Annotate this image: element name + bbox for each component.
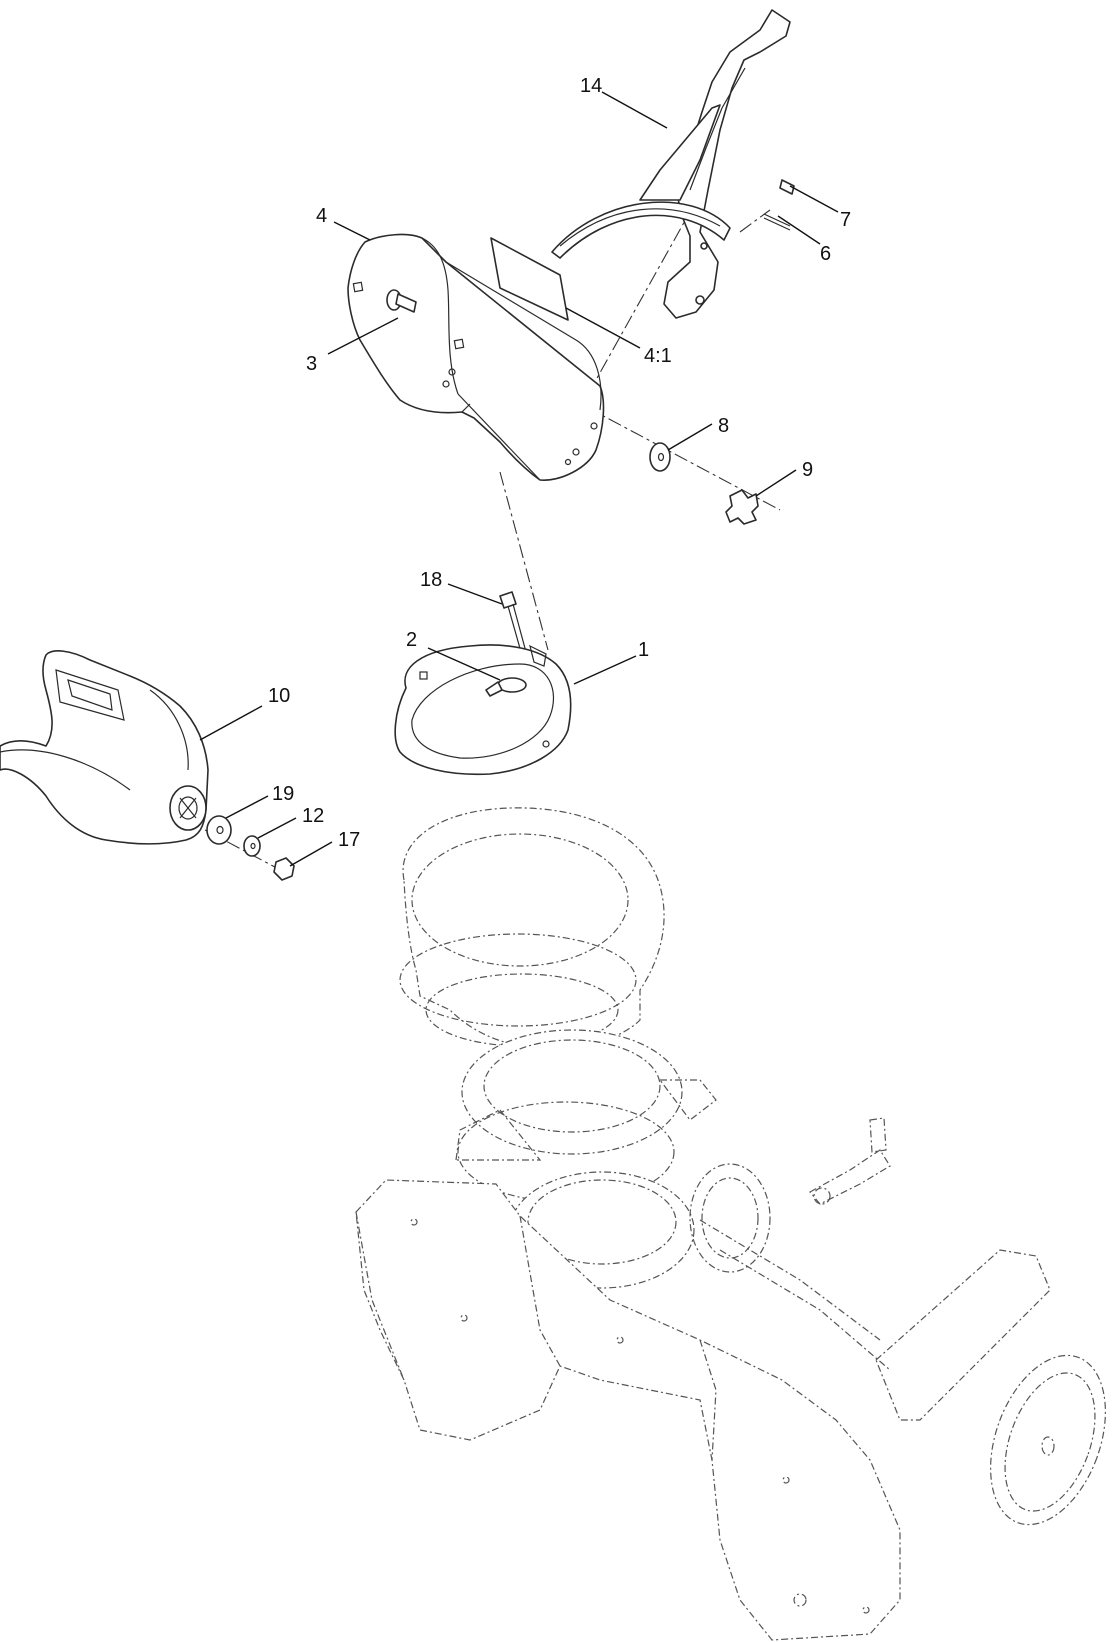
callout-2: 2	[406, 629, 417, 651]
callout-labels: 14 7 6 4 3 4:1 8 9 18 2 1 10 19 12 17	[268, 75, 851, 851]
chute-part	[347, 233, 605, 481]
lock-nut-part-9	[725, 489, 759, 525]
leader-10	[199, 705, 263, 741]
callout-10: 10	[268, 685, 290, 707]
fastener-parts-lower	[206, 815, 295, 881]
callout-1: 1	[638, 639, 649, 661]
leader-4-1	[565, 307, 641, 349]
bolt-part-2	[485, 677, 527, 697]
leader-8	[667, 423, 713, 451]
leader-17	[289, 841, 333, 867]
callout-7: 7	[840, 209, 851, 231]
machine-body-ghost	[355, 807, 1106, 1641]
leader-lines	[199, 91, 839, 867]
callout-9: 9	[802, 459, 813, 481]
leader-2	[427, 647, 501, 681]
callout-8: 8	[718, 415, 729, 437]
callout-14: 14	[580, 75, 602, 97]
callout-18: 18	[420, 569, 442, 591]
pin-parts	[763, 179, 795, 231]
leader-9	[755, 469, 797, 497]
washer-part-12	[243, 835, 261, 857]
nut-part-17	[273, 857, 295, 881]
callout-12: 12	[302, 805, 324, 827]
leader-4	[333, 221, 371, 241]
chute-ring-part	[394, 644, 572, 776]
washer-part-8	[649, 442, 671, 472]
callout-4: 4	[316, 205, 327, 227]
decal-part	[490, 237, 569, 321]
deflector-handle-part	[551, 9, 791, 319]
leader-18	[447, 583, 503, 605]
callout-19: 19	[272, 783, 294, 805]
leader-7	[789, 185, 839, 213]
carriage-bolt-part	[386, 289, 417, 313]
callout-17: 17	[338, 829, 360, 851]
leader-19	[225, 795, 269, 819]
callout-3: 3	[306, 353, 317, 375]
callout-6: 6	[820, 243, 831, 265]
washer-part-19	[206, 815, 232, 845]
leader-1	[573, 655, 637, 685]
deflector-part-10	[0, 650, 209, 845]
leader-14	[601, 91, 668, 129]
leader-12	[257, 817, 297, 839]
leader-3	[327, 317, 399, 355]
leader-6	[777, 215, 821, 245]
callout-4-1: 4:1	[644, 345, 672, 367]
